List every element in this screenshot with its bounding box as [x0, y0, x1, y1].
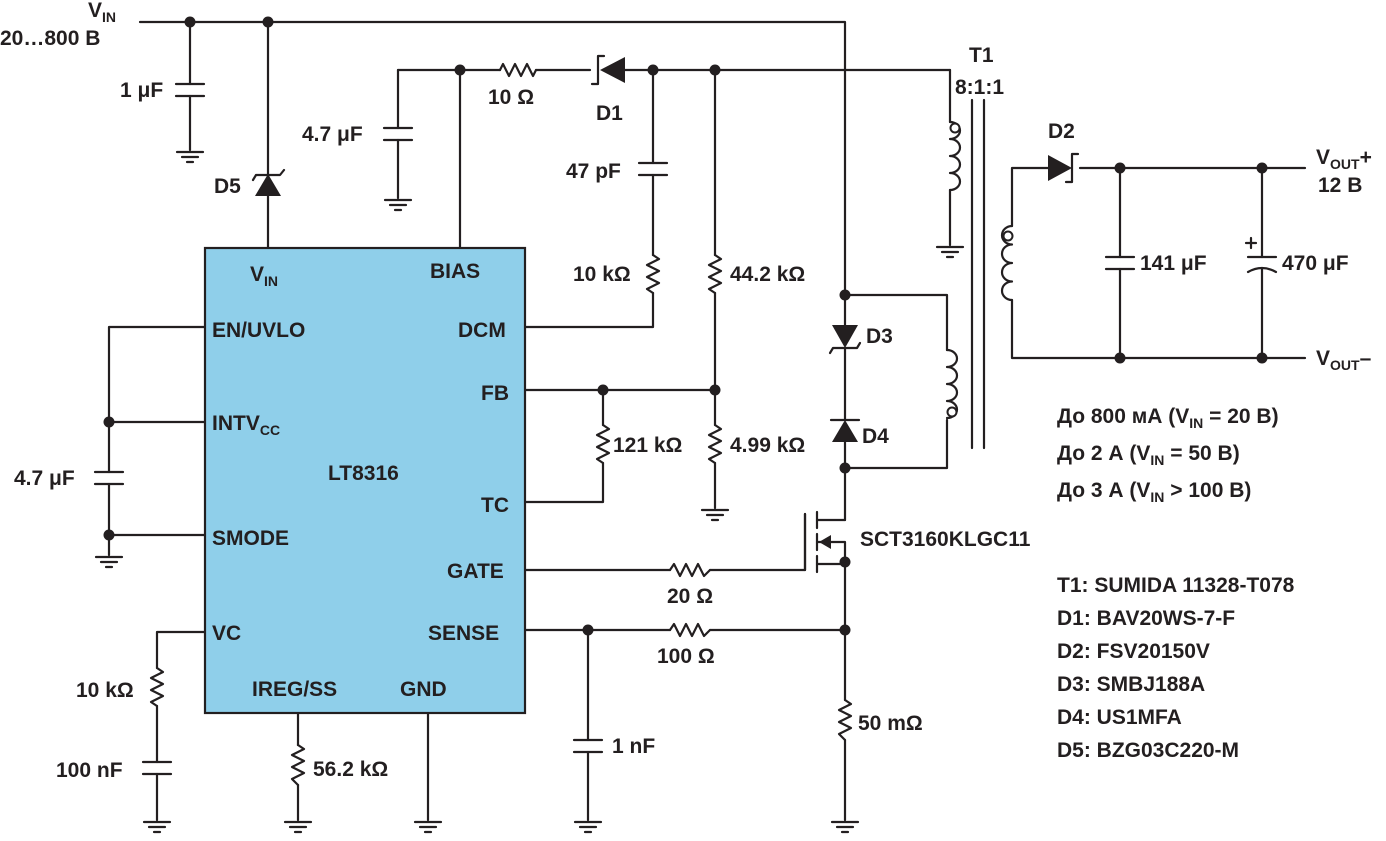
label-r-fb-top: 44.2 kΩ — [730, 263, 805, 286]
pin-smode: SMODE — [212, 527, 289, 550]
label-c-out1: 141 μF — [1140, 252, 1207, 275]
vout-pos-label: VOUT+ — [1316, 146, 1372, 172]
spec-line: До 2 А (VIN = 50 В) — [1057, 442, 1240, 468]
pin-sense: SENSE — [428, 622, 499, 645]
capacitor-c-sense — [572, 738, 604, 754]
label-c-bias: 4.7 μF — [302, 123, 363, 146]
diode-d4 — [829, 418, 861, 442]
pin-vc: VC — [212, 622, 241, 645]
label-d4: D4 — [862, 425, 889, 448]
vout-voltage: 12 В — [1318, 174, 1362, 197]
vin-label: VIN — [88, 0, 116, 25]
bom-item: D5: BZG03C220-M — [1057, 739, 1239, 762]
component-labels: VIN 20…800 В 1 μF 4.7 μF 47 pF 4.7 μF 10… — [0, 0, 1372, 782]
bom-item: D3: SMBJ188A — [1057, 673, 1205, 696]
label-c-sense: 1 nF — [612, 735, 655, 758]
pin-intvcc: INTVCC — [212, 412, 280, 438]
vin-range: 20…800 В — [0, 27, 100, 50]
diode-d5 — [251, 168, 286, 196]
capacitor-c-in — [174, 82, 206, 98]
chip-pin-labels: VIN BIAS EN/UVLO DCM FB INTVCC LT8316 TC… — [212, 260, 509, 701]
label-d5: D5 — [214, 175, 241, 198]
capacitor-c-intvcc — [93, 470, 125, 486]
bom-item: T1: SUMIDA 11328-T078 — [1057, 574, 1295, 597]
mosfet — [803, 510, 847, 574]
label-r-shunt: 50 mΩ — [858, 712, 923, 735]
capacitor-c-bias — [382, 126, 414, 142]
capacitor-c-out1 — [1104, 255, 1136, 271]
resistor-r-vc — [149, 666, 165, 708]
label-c-in: 1 μF — [120, 79, 163, 102]
label-d3: D3 — [866, 325, 893, 348]
resistor-r-fb-top — [707, 253, 723, 295]
pin-en-uvlo: EN/UVLO — [212, 319, 305, 342]
label-c-out2: 470 μF — [1282, 252, 1349, 275]
diode-d1 — [590, 54, 625, 86]
label-r-fb-bot: 4.99 kΩ — [730, 434, 805, 457]
transformer-t1 — [945, 98, 1014, 450]
label-r-gate: 20 Ω — [667, 585, 713, 608]
label-r-sense: 100 Ω — [657, 645, 715, 668]
diode-d2 — [1048, 152, 1080, 184]
capacitor-c-vc — [141, 760, 173, 776]
lt8316-chip — [203, 246, 527, 715]
vout-neg-label: VOUT– — [1316, 347, 1372, 373]
resistor-r-shunt — [837, 698, 853, 742]
resistor-r-bias — [498, 62, 538, 78]
label-d1: D1 — [596, 102, 623, 125]
pin-dcm: DCM — [458, 319, 506, 342]
spec-line: До 3 А (VIN > 100 В) — [1057, 479, 1251, 505]
label-c-dcm: 47 pF — [566, 160, 621, 183]
pin-vin: VIN — [250, 263, 278, 289]
label-t1: T1 — [969, 44, 994, 67]
resistor-r-dcm — [645, 253, 661, 295]
pin-gnd: GND — [400, 678, 447, 701]
spec-line: До 800 мА (VIN = 20 В) — [1057, 405, 1279, 431]
label-r-tc: 121 kΩ — [613, 434, 682, 457]
label-c-vc: 100 nF — [56, 759, 123, 782]
spec-notes: До 800 мА (VIN = 20 В) До 2 А (VIN = 50 … — [1057, 405, 1279, 505]
label-t1-ratio: 8:1:1 — [955, 76, 1004, 99]
label-d2: D2 — [1048, 120, 1075, 143]
label-c-intvcc: 4.7 μF — [14, 467, 75, 490]
bom-item: D2: FSV20150V — [1057, 640, 1210, 663]
chip-name: LT8316 — [328, 462, 399, 485]
label-r-ireg: 56.2 kΩ — [313, 758, 388, 781]
resistor-r-sense — [668, 622, 712, 638]
resistor-r-fb-bot — [707, 423, 723, 465]
bom-item: D4: US1MFA — [1057, 706, 1182, 729]
capacitor-c-dcm — [637, 161, 669, 177]
bom-item: D1: BAV20WS-7-F — [1057, 607, 1235, 630]
bom-list: T1: SUMIDA 11328-T078 D1: BAV20WS-7-F D2… — [1057, 574, 1295, 762]
pin-tc: TC — [481, 494, 509, 517]
label-mosfet: SCT3160KLGC11 — [860, 528, 1031, 551]
capacitor-c-out2 — [1244, 236, 1278, 274]
label-r-bias: 10 Ω — [488, 86, 534, 109]
label-r-dcm: 10 kΩ — [573, 263, 631, 286]
pin-ireg-ss: IREG/SS — [252, 678, 337, 701]
label-r-vc: 10 kΩ — [76, 679, 134, 702]
pin-gate: GATE — [447, 560, 504, 583]
pin-bias: BIAS — [430, 260, 480, 283]
resistor-r-gate — [668, 562, 712, 578]
resistor-r-tc — [595, 423, 611, 465]
diode-d3 — [828, 325, 862, 355]
pin-fb: FB — [481, 382, 509, 405]
resistor-r-ireg — [290, 743, 306, 787]
